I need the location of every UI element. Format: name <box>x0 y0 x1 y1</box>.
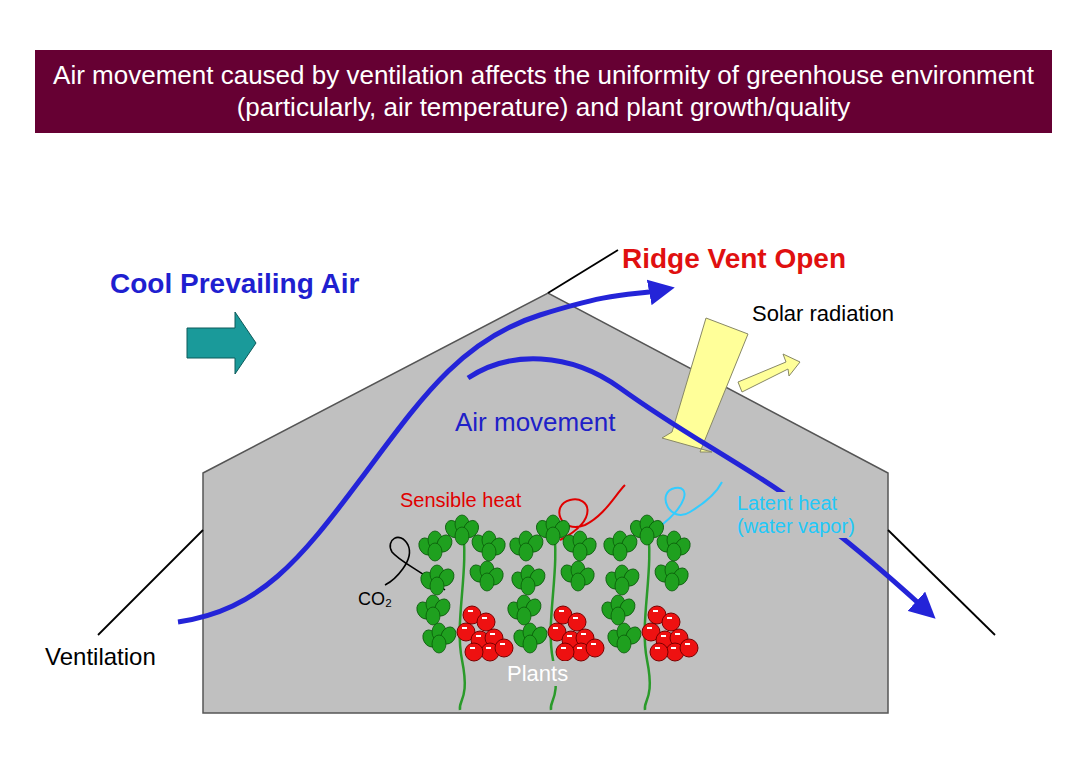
tomato-highlight <box>573 617 578 619</box>
plant-leaf <box>509 565 548 595</box>
leaf-lobe <box>640 527 654 545</box>
tomato-highlight <box>486 647 491 649</box>
ventilation-label: Ventilation <box>45 643 156 671</box>
tomato <box>568 613 586 631</box>
tomato-highlight <box>462 627 467 629</box>
plant-leaf <box>418 565 457 595</box>
leaf-lobe <box>523 635 537 653</box>
tomato-highlight <box>591 643 596 645</box>
plant-leaf <box>469 531 508 561</box>
tomato <box>556 643 574 661</box>
leaf-lobe <box>521 577 535 595</box>
tomato <box>662 613 680 631</box>
plants-group <box>414 515 698 710</box>
tomato-highlight <box>577 647 582 649</box>
leaf-lobe <box>665 573 679 591</box>
leaf-lobe <box>615 577 629 595</box>
plant-leaf <box>505 595 544 625</box>
tomato <box>477 613 495 631</box>
plant-leaf <box>420 623 459 653</box>
leaf-lobe <box>611 607 625 625</box>
tomato-highlight <box>567 635 572 637</box>
air-flow-arrow <box>178 290 662 622</box>
tomato <box>680 639 698 657</box>
plant-leaf <box>603 565 642 595</box>
reflected-radiation <box>738 354 800 392</box>
tomato-highlight <box>470 647 475 649</box>
title-text: Air movement caused by ventilation affec… <box>35 50 1052 133</box>
tomato-highlight <box>476 635 481 637</box>
vapor-label: Latent heat (water vapor) <box>735 492 887 538</box>
greenhouse-body <box>203 293 888 713</box>
side-vent-right <box>888 530 995 635</box>
latent-heat-squiggle <box>655 482 722 530</box>
tomato-highlight <box>661 635 666 637</box>
leaf-lobe <box>426 607 440 625</box>
tomato-highlight <box>655 647 660 649</box>
tomato-highlight <box>553 627 558 629</box>
plant-leaf <box>511 623 550 653</box>
tomato-highlight <box>653 610 658 612</box>
air-flow-arrow <box>468 359 926 610</box>
plant-leaf <box>560 531 599 561</box>
gas-label: CO₂ <box>356 589 394 610</box>
tomato <box>650 643 668 661</box>
leaf-lobe <box>432 635 446 653</box>
leaf-lobe <box>482 543 496 561</box>
tomato-highlight <box>671 647 676 649</box>
tomato-highlight <box>667 617 672 619</box>
radiation-label: Solar radiation <box>752 301 894 326</box>
leaf-lobe <box>430 577 444 595</box>
sensible-heat-squiggle <box>559 485 625 540</box>
air-flow-label: Air movement <box>453 408 617 438</box>
tomato-highlight <box>675 633 680 635</box>
plant-leaf <box>599 595 638 625</box>
tomato <box>465 643 483 661</box>
heat-label: Sensible heat <box>398 489 523 512</box>
leaf-lobe <box>517 607 531 625</box>
leaf-lobe <box>613 543 627 561</box>
leaf-lobe <box>428 543 442 561</box>
leaf-lobe <box>667 543 681 561</box>
tomato-highlight <box>500 643 505 645</box>
leaf-lobe <box>519 543 533 561</box>
leaf-lobe <box>573 543 587 561</box>
tomato-highlight <box>468 610 473 612</box>
tomato-highlight <box>561 647 566 649</box>
plant-leaf <box>416 531 455 561</box>
tomato <box>495 639 513 657</box>
ridge-vent <box>548 250 618 293</box>
plant-leaf <box>558 561 597 591</box>
tomato-highlight <box>685 643 690 645</box>
plant-leaf <box>414 595 453 625</box>
vent-label: Ridge Vent Open <box>622 243 846 275</box>
plant-leaf <box>652 561 691 591</box>
leaf-lobe <box>617 635 631 653</box>
leaf-lobe <box>480 573 494 591</box>
plant-leaf <box>467 561 506 591</box>
plant-leaf <box>507 531 546 561</box>
wind-arrow <box>187 312 256 374</box>
plant-leaf <box>654 531 693 561</box>
tomato-highlight <box>482 617 487 619</box>
plants-label: Plants <box>505 661 570 686</box>
wind-label: Cool Prevailing Air <box>110 268 359 300</box>
leaf-lobe <box>571 573 585 591</box>
plant-leaf <box>605 623 644 653</box>
tomato <box>586 639 604 657</box>
tomato-highlight <box>581 633 586 635</box>
tomato-highlight <box>559 610 564 612</box>
plant-leaf <box>601 531 640 561</box>
tomato-highlight <box>490 633 495 635</box>
leaf-lobe <box>546 527 560 545</box>
leaf-lobe <box>455 527 469 545</box>
solar-beam <box>662 318 748 452</box>
tomato-highlight <box>647 627 652 629</box>
